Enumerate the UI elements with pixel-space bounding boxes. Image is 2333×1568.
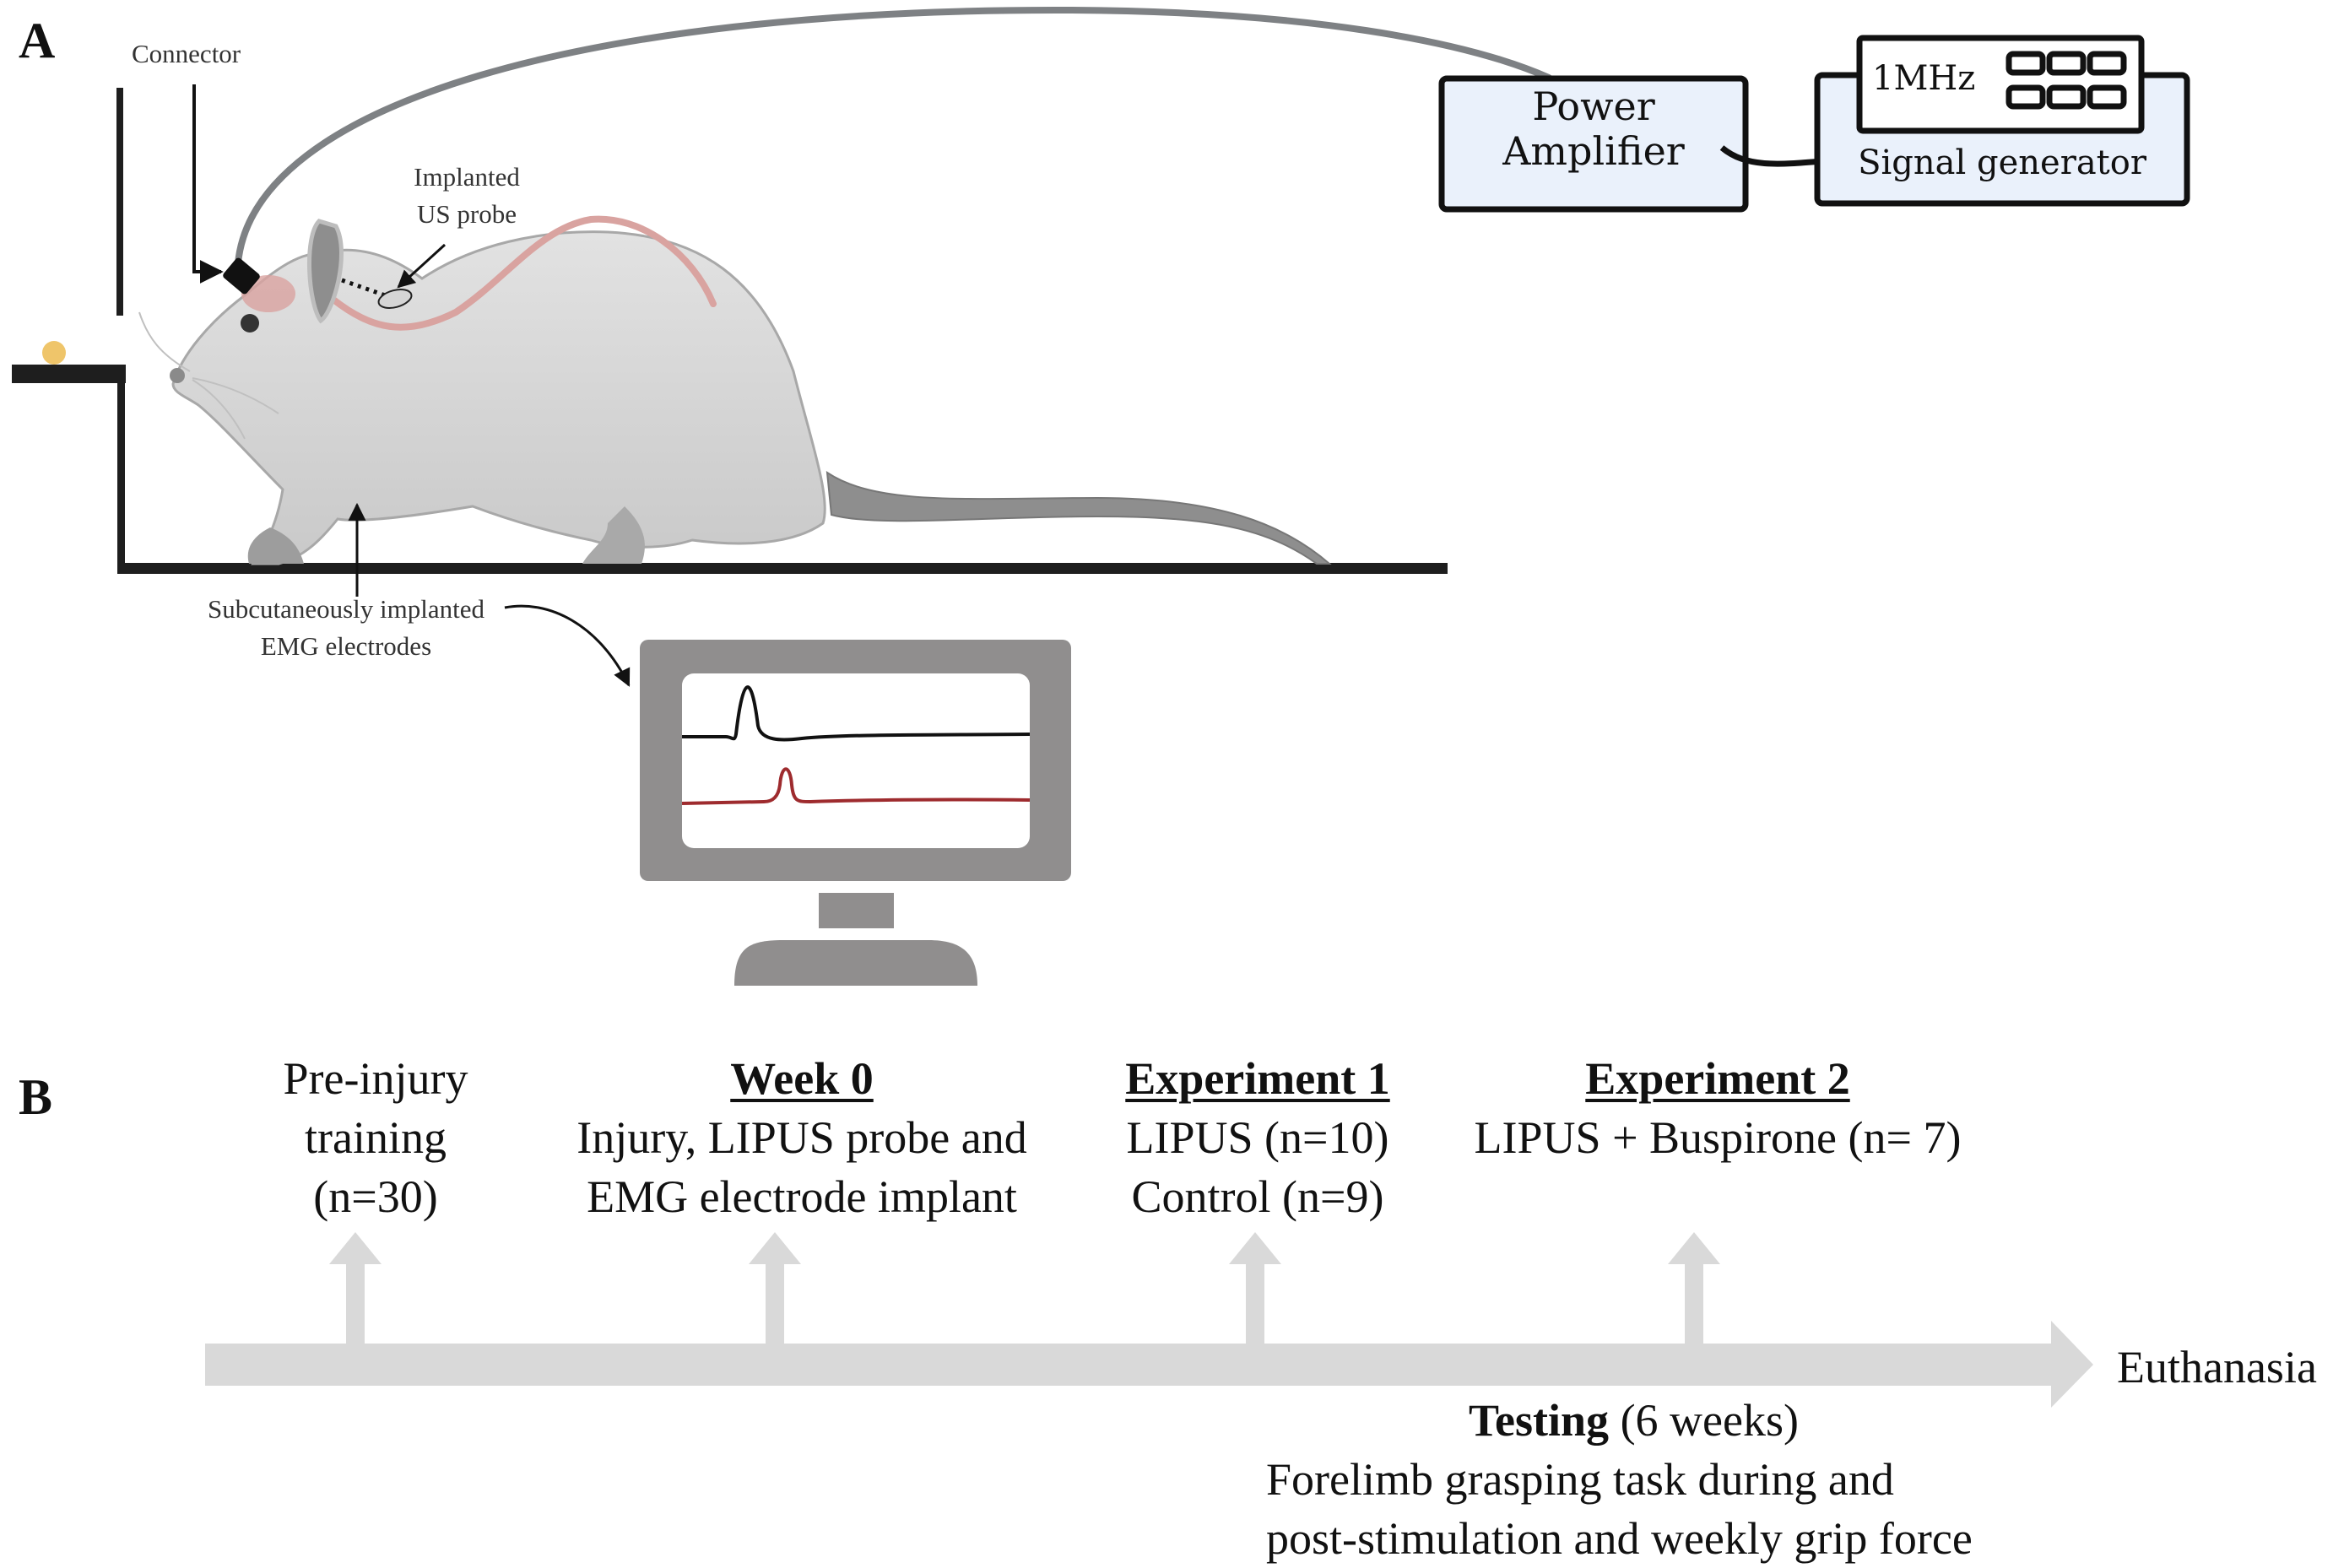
implanted-probe-label-line1: Implanted xyxy=(414,162,520,192)
emg-to-monitor-arrow xyxy=(504,604,631,687)
milestone-experiment2: Experiment 2 LIPUS + Buspirone (n= 7) xyxy=(1452,1049,1984,1167)
milestone-heading: Experiment 2 xyxy=(1585,1053,1850,1104)
rat-front-paw xyxy=(247,527,304,564)
frequency-readout: 1MHz xyxy=(1872,59,1976,98)
power-amplifier xyxy=(1438,75,1749,213)
implanted-probe-label: Implanted US probe xyxy=(403,159,530,233)
rat-hind-leg xyxy=(582,506,645,564)
panel-b-label: B xyxy=(19,1069,53,1125)
implanted-probe-label-line2: US probe xyxy=(417,199,517,229)
emg-trace-black xyxy=(682,685,1031,742)
milestone-line: training xyxy=(305,1112,447,1163)
timeline-main-arrow xyxy=(205,1321,2093,1408)
probe-pointer xyxy=(397,243,447,289)
rat-tail xyxy=(825,470,1332,565)
rat-eye xyxy=(241,314,259,333)
power-amplifier-line1: Power xyxy=(1532,84,1655,129)
emg-label-line1: Subcutaneously implanted xyxy=(207,594,485,624)
generator-buttons xyxy=(2006,51,2127,110)
us-probe xyxy=(377,289,413,309)
milestone-week0: Week 0 Injury, LIPUS probe and EMG elect… xyxy=(549,1049,1055,1226)
pellet-shelf xyxy=(12,365,126,383)
milestone-arrow-experiment1 xyxy=(1229,1232,1281,1344)
stimulation-cable xyxy=(235,6,1552,267)
milestone-arrow-week0 xyxy=(749,1232,801,1344)
reaching-box xyxy=(12,88,1448,574)
testing-duration: (6 weeks) xyxy=(1620,1395,1799,1446)
testing-heading: Testing xyxy=(1469,1395,1610,1446)
signal-generator-label: Signal generator xyxy=(1858,143,2146,182)
probe-wire xyxy=(341,278,391,300)
power-amplifier-line2: Amplifier xyxy=(1502,127,1685,174)
milestone-pre-injury: Pre-injury training (n=30) xyxy=(211,1049,540,1226)
emg-monitor xyxy=(640,640,1071,986)
milestone-line: LIPUS (n=10) xyxy=(1126,1112,1389,1163)
monitor-base xyxy=(734,940,977,986)
milestone-line: Control (n=9) xyxy=(1131,1171,1384,1222)
euthanasia-label: Euthanasia xyxy=(2117,1342,2317,1392)
milestone-arrow-experiment2 xyxy=(1668,1232,1720,1344)
rat-illustration xyxy=(138,215,1332,565)
monitor-neck xyxy=(819,893,894,928)
rat-ear xyxy=(307,219,344,324)
power-amplifier-box xyxy=(1438,75,1749,213)
monitor-screen xyxy=(682,673,1030,848)
milestone-heading: Week 0 xyxy=(730,1053,874,1104)
food-pellet xyxy=(42,341,66,365)
milestone-arrow-pre-injury xyxy=(329,1232,382,1344)
power-amplifier-label: Power Amplifier xyxy=(1442,84,1746,174)
box-inner-wall xyxy=(117,365,125,574)
milestone-heading: Experiment 1 xyxy=(1125,1053,1390,1104)
connector-label: Connector xyxy=(132,39,241,68)
box-floor xyxy=(117,563,1448,574)
milestone-line: Pre-injury xyxy=(283,1053,468,1104)
rat-whiskers xyxy=(138,311,279,440)
milestone-line: LIPUS + Buspirone (n= 7) xyxy=(1474,1112,1962,1163)
connector-pointer xyxy=(192,84,224,284)
milestone-line: (n=30) xyxy=(313,1171,438,1222)
box-front-wall xyxy=(116,88,123,316)
testing-block: Testing (6 weeks) Forelimb grasping task… xyxy=(1215,1391,2102,1568)
emg-trace-red xyxy=(681,767,1031,805)
milestone-experiment1: Experiment 1 LIPUS (n=10) Control (n=9) xyxy=(1089,1049,1426,1226)
signal-generator xyxy=(1814,35,2190,207)
milestone-line: Injury, LIPUS probe and xyxy=(576,1112,1027,1163)
timeline xyxy=(205,1232,2093,1408)
emg-electrodes-label: Subcutaneously implanted EMG electrodes xyxy=(190,591,502,665)
milestone-line: EMG electrode implant xyxy=(587,1171,1017,1222)
rat-brain-region xyxy=(241,275,295,312)
testing-line2: post-stimulation and weekly grip force xyxy=(1266,1513,1973,1564)
panel-a-label: A xyxy=(19,13,56,68)
spinal-cord-line xyxy=(330,215,717,331)
testing-line1: Forelimb grasping task during and xyxy=(1266,1454,1894,1505)
emg-label-line2: EMG electrodes xyxy=(260,631,432,661)
head-connector xyxy=(223,257,260,295)
rat-nose xyxy=(170,368,185,383)
